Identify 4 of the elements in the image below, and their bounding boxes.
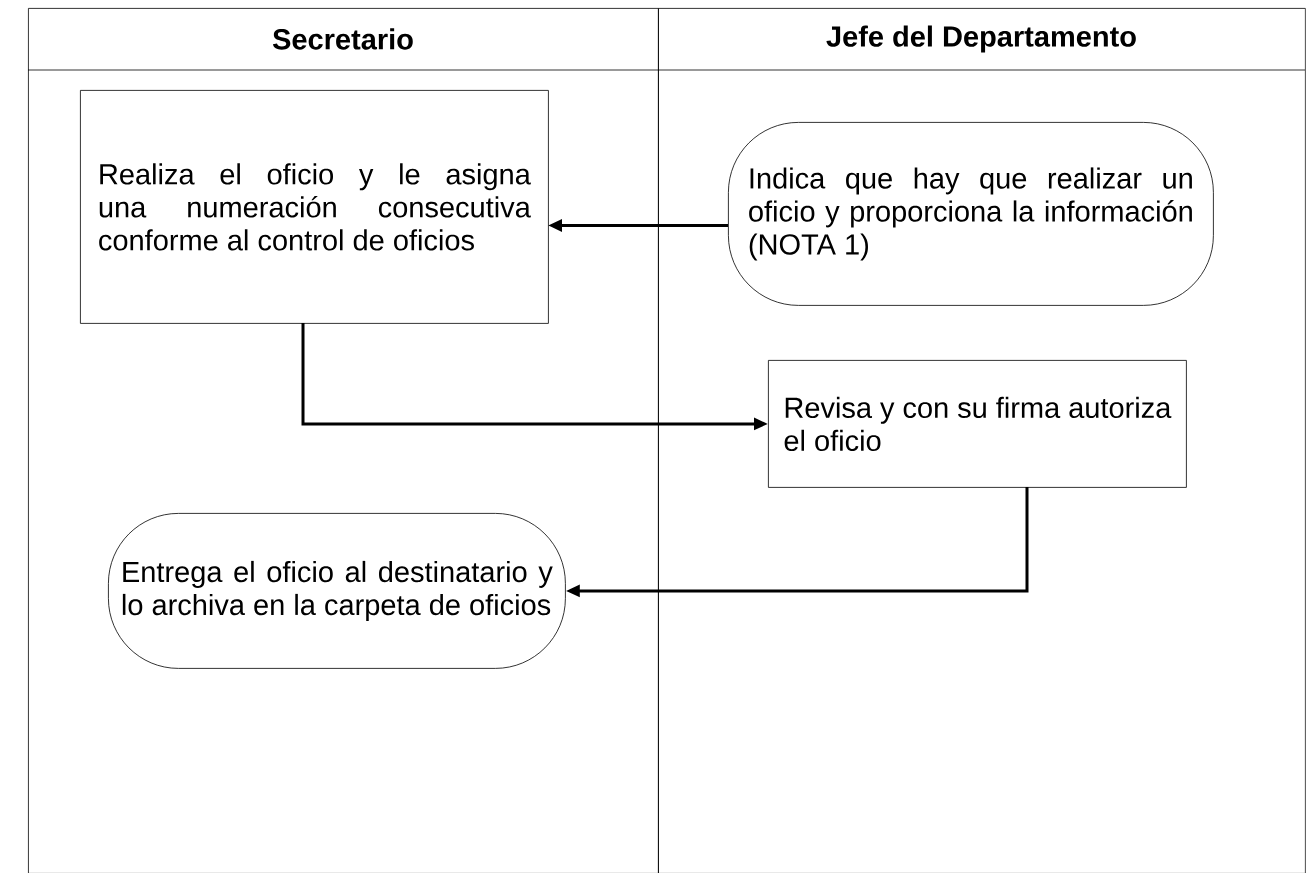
process-box: Revisa y con su firma autoriza el oficio (768, 360, 1187, 488)
rounded-box: Entrega el oficio al destinatario y lo archiva en la carpeta de oficios (108, 513, 566, 669)
process-box: Realiza el oficio y le asigna una numeración consecutiva conforme al control de oficios (80, 90, 549, 324)
rounded-box: Indica que hay que realizar un oficio y proporciona la información (NOTA 1) (728, 122, 1214, 306)
